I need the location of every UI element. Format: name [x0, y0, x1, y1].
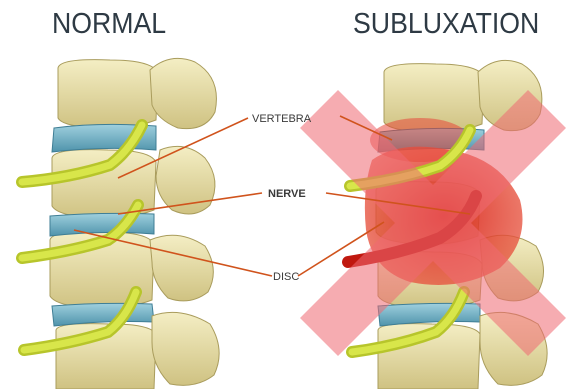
subluxated-spine — [300, 60, 566, 389]
vertebral-process — [152, 312, 219, 385]
intervertebral-disc — [378, 303, 480, 326]
vertebral-process — [150, 235, 213, 301]
vertebra-label: VERTEBRA — [252, 113, 312, 125]
intervertebral-disc — [52, 303, 154, 326]
intervertebral-disc — [50, 213, 154, 236]
disc-label: DISC — [273, 271, 299, 283]
normal-spine — [22, 58, 219, 389]
vertebral-process — [150, 58, 216, 128]
vertebra-body — [58, 60, 158, 129]
nerve-label: NERVE — [268, 188, 306, 200]
